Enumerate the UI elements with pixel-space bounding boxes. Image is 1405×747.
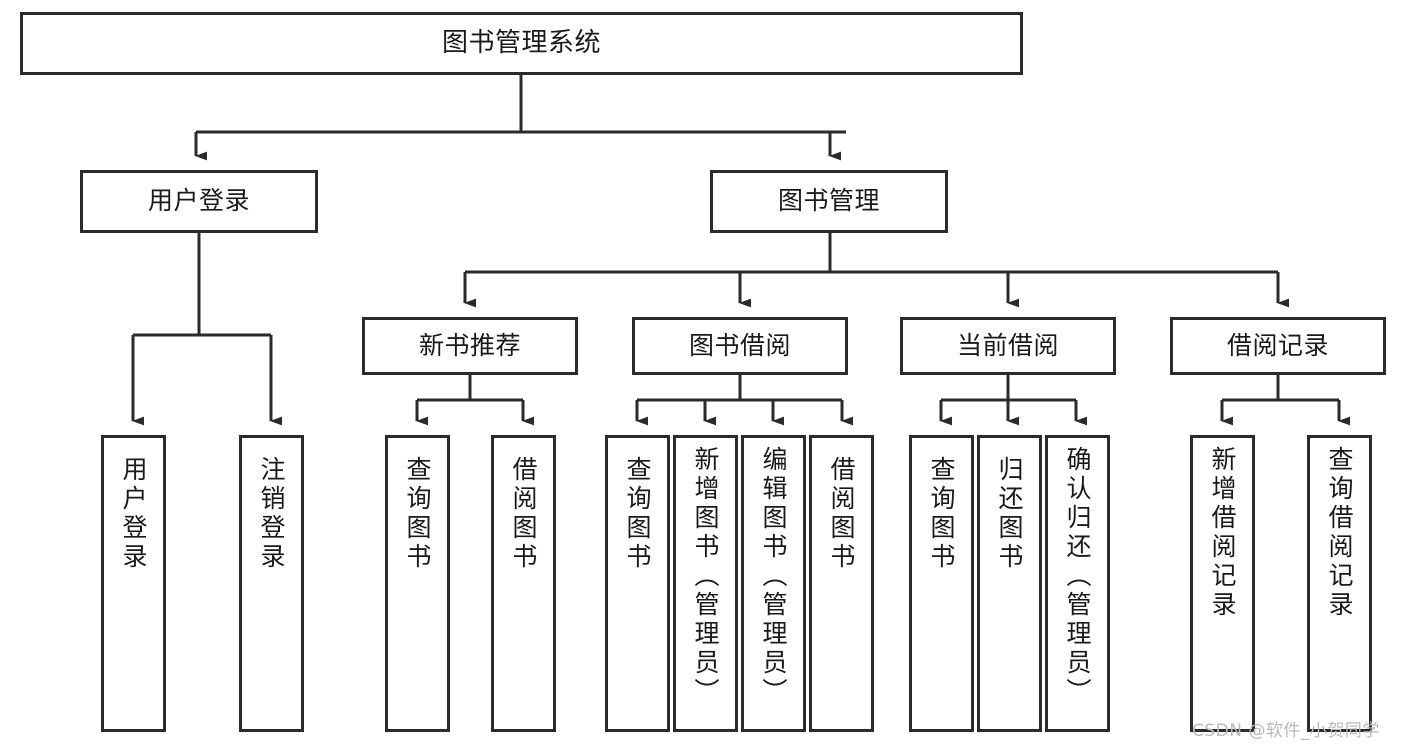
node-label: 新书推荐 bbox=[418, 330, 521, 360]
node-label: 图书管理 bbox=[777, 186, 880, 216]
node-label: 确认归还（管理员） bbox=[1063, 446, 1092, 707]
leaf-new-book-borrow-book[interactable]: 借阅图书 bbox=[491, 435, 556, 732]
leaf-book-borrow-borrow-book[interactable]: 借阅图书 bbox=[809, 435, 874, 732]
leaf-current-borrow-return-book[interactable]: 归还图书 bbox=[977, 435, 1042, 732]
node-label: 借阅图书 bbox=[509, 456, 538, 572]
leaf-borrow-record-query-record[interactable]: 查询借阅记录 bbox=[1307, 435, 1372, 732]
leaf-current-borrow-query-book[interactable]: 查询图书 bbox=[909, 435, 974, 732]
leaf-current-borrow-confirm-return-admin[interactable]: 确认归还（管理员） bbox=[1045, 435, 1110, 732]
node-label: 当前借阅 bbox=[956, 330, 1059, 360]
node-label: 图书借阅 bbox=[688, 330, 791, 360]
node-label: 用户登录 bbox=[119, 456, 148, 572]
node-user-login[interactable]: 用户登录 bbox=[80, 170, 318, 233]
node-label: 查询图书 bbox=[623, 456, 652, 572]
node-label: 查询图书 bbox=[927, 456, 956, 572]
node-label: 新增借阅记录 bbox=[1208, 446, 1237, 620]
node-label: 用户登录 bbox=[147, 186, 250, 216]
node-label: 新增图书（管理员） bbox=[691, 446, 720, 707]
node-label: 查询图书 bbox=[403, 456, 432, 572]
node-book-borrow[interactable]: 图书借阅 bbox=[632, 317, 848, 375]
node-label: 归还图书 bbox=[995, 456, 1024, 572]
leaf-borrow-record-add-record[interactable]: 新增借阅记录 bbox=[1190, 435, 1255, 732]
node-label: 查询借阅记录 bbox=[1325, 446, 1354, 620]
node-book-management-system[interactable]: 图书管理系统 bbox=[20, 12, 1023, 75]
node-label: 借阅图书 bbox=[827, 456, 856, 572]
node-label: 编辑图书（管理员） bbox=[759, 446, 788, 707]
node-book-management[interactable]: 图书管理 bbox=[710, 170, 948, 233]
node-label: 注销登录 bbox=[257, 456, 286, 572]
node-label: 借阅记录 bbox=[1226, 330, 1329, 360]
leaf-book-borrow-edit-book-admin[interactable]: 编辑图书（管理员） bbox=[741, 435, 806, 732]
node-current-borrow[interactable]: 当前借阅 bbox=[900, 317, 1116, 375]
node-borrow-record[interactable]: 借阅记录 bbox=[1170, 317, 1386, 375]
node-new-book-recommend[interactable]: 新书推荐 bbox=[362, 317, 578, 375]
leaf-book-borrow-query-book[interactable]: 查询图书 bbox=[605, 435, 670, 732]
node-label: 图书管理系统 bbox=[441, 27, 601, 58]
leaf-user-login-logout[interactable]: 注销登录 bbox=[239, 435, 304, 732]
leaf-book-borrow-add-book-admin[interactable]: 新增图书（管理员） bbox=[673, 435, 738, 732]
leaf-new-book-query-book[interactable]: 查询图书 bbox=[385, 435, 450, 732]
leaf-user-login-login[interactable]: 用户登录 bbox=[101, 435, 166, 732]
